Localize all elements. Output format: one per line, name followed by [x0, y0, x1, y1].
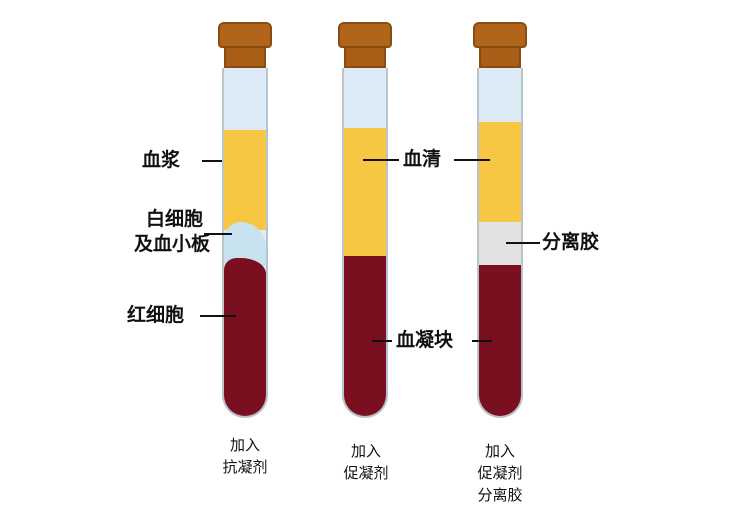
leader-line	[472, 340, 492, 342]
leader-line	[363, 159, 399, 161]
footer-line: 加入	[229, 436, 260, 454]
leader-line	[204, 233, 232, 235]
tube-glass	[342, 68, 388, 418]
footer-line: 抗凝剂	[222, 458, 268, 476]
tube-cap-base	[344, 48, 386, 68]
leader-line	[200, 315, 236, 317]
tube-cap	[338, 22, 392, 48]
footer-line: 分离胶	[477, 486, 523, 504]
footer-line: 加入	[484, 442, 515, 460]
footer-tube-3: 加入 促凝剂 分离胶	[455, 440, 545, 506]
footer-line: 促凝剂	[343, 464, 389, 482]
tube-glass	[222, 68, 268, 418]
footer-tube-1: 加入 抗凝剂	[200, 434, 290, 478]
leader-line	[202, 160, 222, 162]
label-rbc: 红细胞	[127, 304, 185, 326]
leader-line	[372, 340, 392, 342]
tube-cap-base	[224, 48, 266, 68]
red-cell-layer	[224, 258, 266, 416]
leader-line	[506, 242, 540, 244]
label-plasma: 血浆	[142, 149, 181, 171]
label-clot: 血凝块	[396, 329, 454, 351]
tube-cap	[473, 22, 527, 48]
tube-cap-base	[479, 48, 521, 68]
gel-layer	[479, 222, 521, 266]
plasma-layer	[224, 130, 266, 230]
serum-layer	[344, 128, 386, 258]
label-gel: 分离胶	[542, 231, 600, 253]
label-serum: 血清	[403, 148, 442, 170]
label-wbc-line1: 白细胞	[146, 208, 204, 230]
leader-line	[454, 159, 490, 161]
label-wbc-line2: 及血小板	[134, 233, 211, 255]
footer-line: 促凝剂	[477, 464, 523, 482]
footer-line: 加入	[350, 442, 381, 460]
clot-layer	[344, 256, 386, 416]
tube-cap	[218, 22, 272, 48]
footer-tube-2: 加入 促凝剂	[321, 440, 411, 484]
serum-layer	[479, 122, 521, 222]
